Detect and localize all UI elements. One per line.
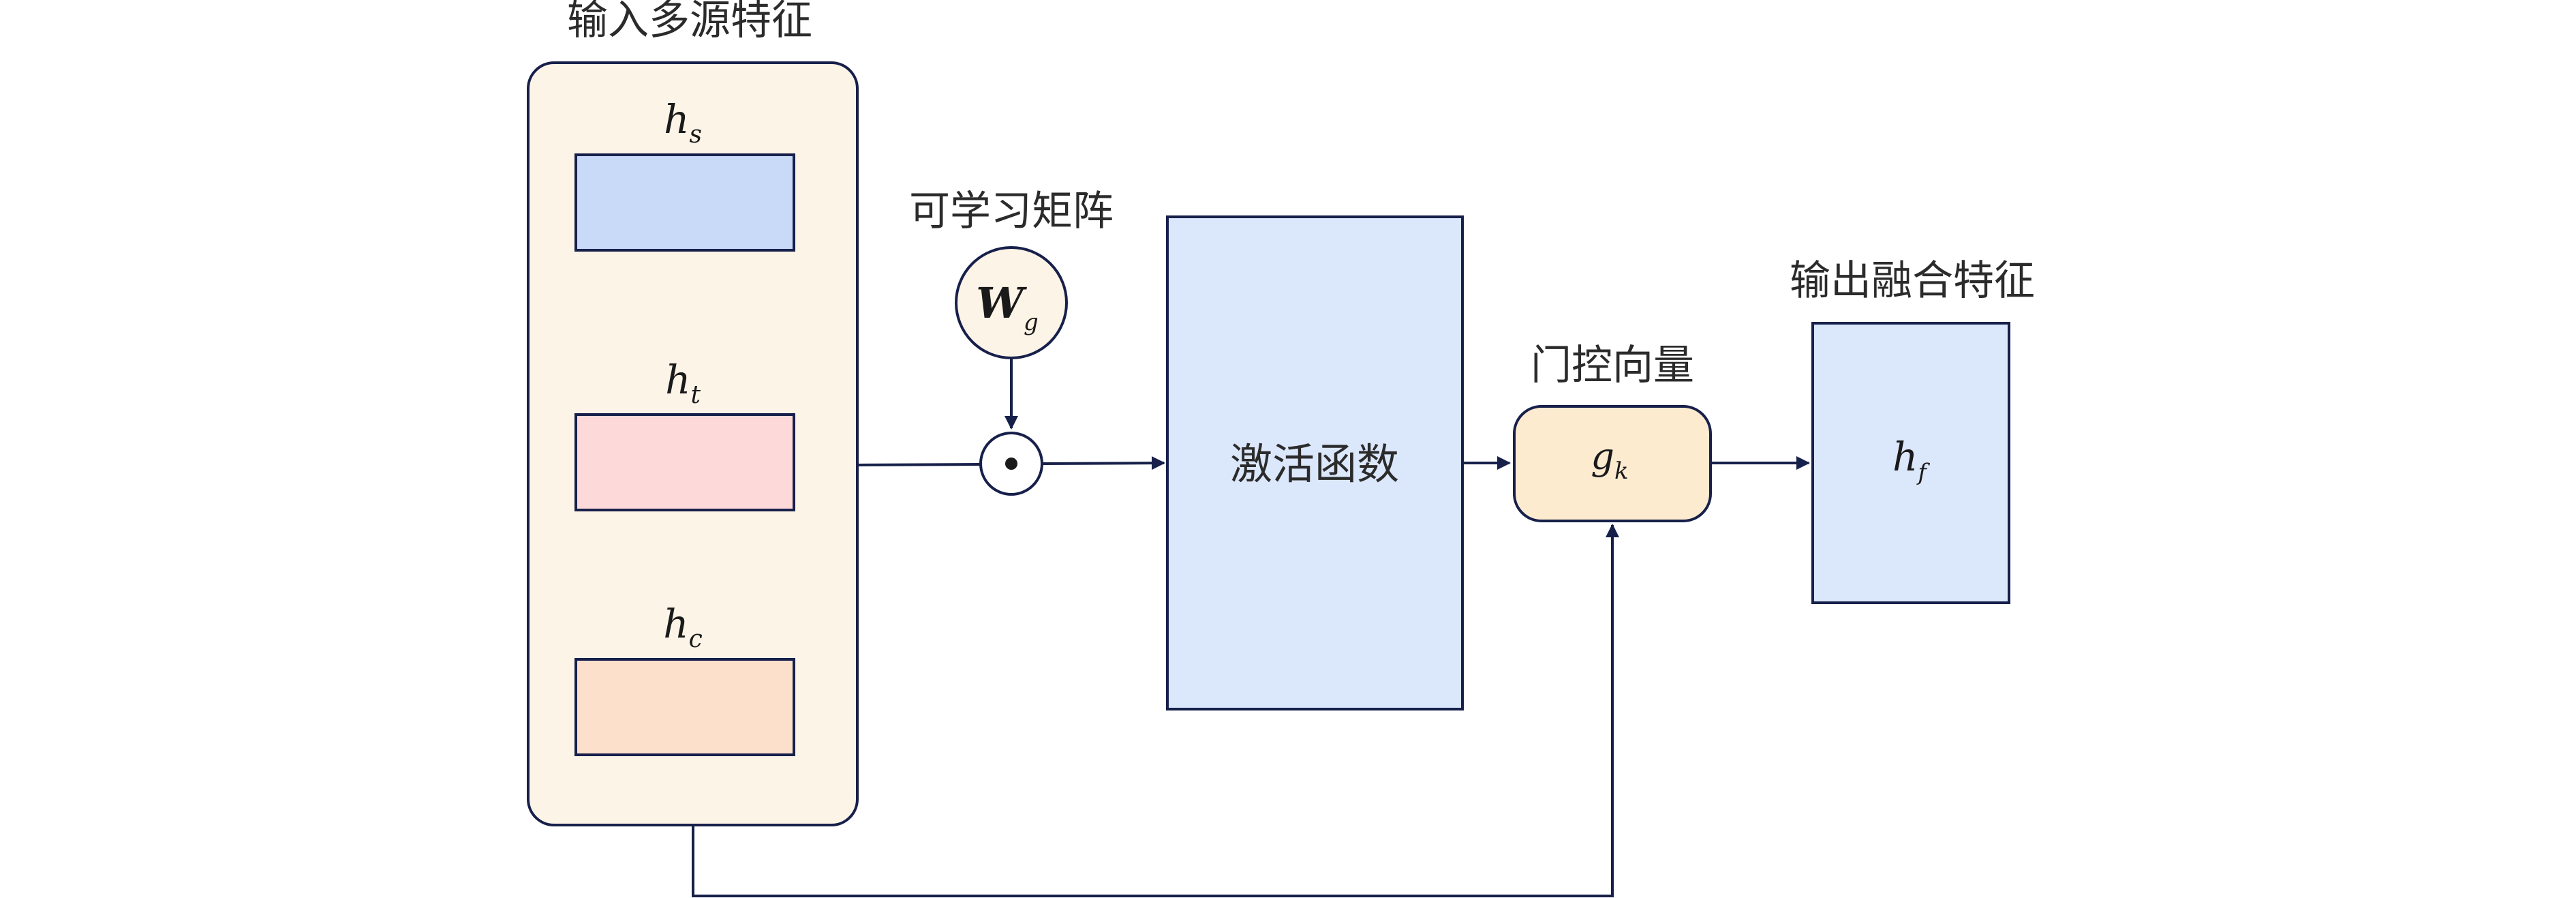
hadamard-operator: [979, 432, 1043, 496]
weight-matrix-title: 可学习矩阵: [909, 188, 1114, 235]
gate-node: 门控向量 gk: [1513, 342, 1712, 522]
output-box: [1811, 322, 2010, 604]
hadamard-dot-icon: [1005, 458, 1017, 470]
feature-hc-box: [574, 658, 795, 756]
weight-matrix-node: 可学习矩阵 Wg: [909, 188, 1114, 359]
weight-matrix-label: Wg: [976, 278, 1038, 336]
activation-label: 激活函数: [1230, 439, 1399, 489]
output-label: hf: [1892, 434, 1930, 486]
gate-label: gk: [1591, 435, 1628, 485]
feature-ht-box: [574, 413, 795, 511]
output-title: 输出融合特征: [1790, 257, 2035, 305]
edge-panel-to-gate-residual: [692, 524, 1619, 897]
gate-title: 门控向量: [1531, 342, 1694, 389]
feature-hs-label: hs: [664, 96, 702, 149]
feature-hs-box: [574, 153, 795, 252]
activation-node: 激活函数: [1166, 215, 1464, 710]
feature-ht-label: ht: [665, 357, 701, 409]
activation-box: [1166, 215, 1464, 710]
input-panel-title: 输入多源特征: [567, 0, 812, 44]
edge-hadamard-to-activation: [1041, 456, 1165, 470]
input-panel: 输入多源特征 hs ht hc: [527, 0, 859, 826]
output-node: 输出融合特征 hf: [1790, 257, 2035, 604]
feature-hc-label: hc: [663, 601, 703, 653]
edge-panel-to-hadamard: [857, 463, 981, 466]
